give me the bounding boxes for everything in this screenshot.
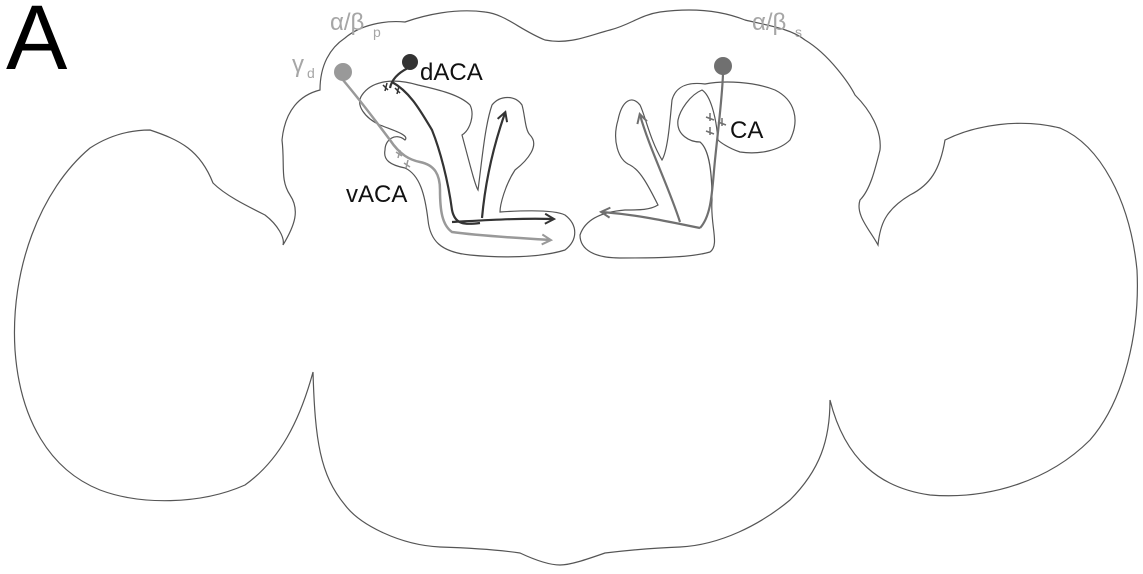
right-mushroom-body-outline — [580, 82, 795, 258]
label-ab-p-subscript: p — [373, 24, 381, 40]
label-gamma-d: γ d — [292, 51, 315, 81]
gamma-d-cell-body — [334, 63, 352, 81]
label-gamma-subscript: d — [307, 65, 315, 81]
label-ab-s-subscript: s — [795, 24, 802, 40]
label-vaca: vACA — [346, 181, 407, 208]
label-daca: dACA — [420, 59, 483, 86]
daca-dendrite — [390, 68, 408, 88]
left-mushroom-body-outline — [360, 81, 575, 257]
label-ab-p-main: α/β — [330, 9, 364, 36]
daca-cell-body — [402, 54, 418, 70]
brain-outline — [14, 10, 1137, 565]
daca-branch-horizontal — [452, 219, 553, 222]
gamma-d-axon — [343, 80, 550, 240]
label-gamma: γ — [292, 51, 304, 78]
label-ab-s-main: α/β — [752, 9, 786, 36]
ab-s-branch-horizontal — [602, 212, 700, 228]
ab-s-cell-body — [714, 57, 732, 75]
ab-s-branch-vertical — [640, 115, 680, 222]
label-ca: CA — [730, 117, 763, 144]
label-ab-s: α/β s — [752, 9, 802, 40]
panel-letter: A — [6, 0, 67, 84]
label-ab-p: α/β p — [330, 9, 381, 40]
